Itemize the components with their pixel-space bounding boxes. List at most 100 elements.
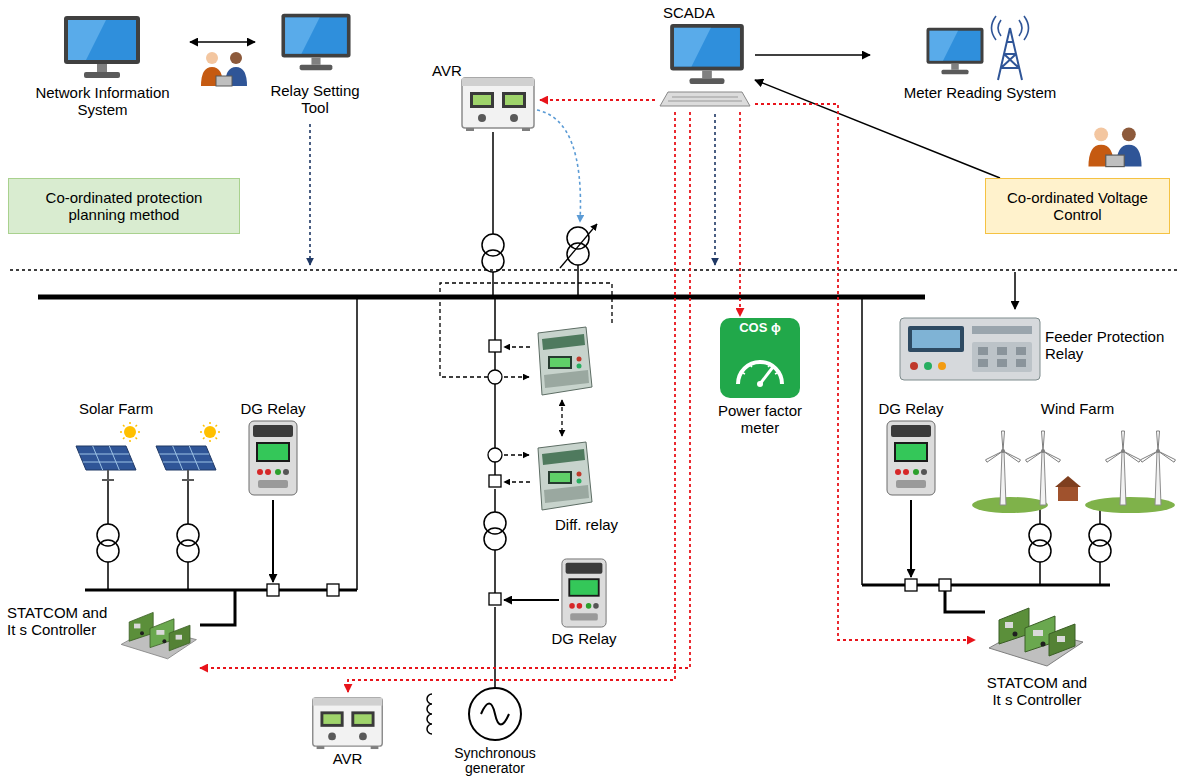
relay-signal-line — [504, 481, 530, 482]
dg-relay-icon — [562, 559, 606, 627]
power-factor-meter-icon — [720, 318, 800, 398]
node-label: Network Information System — [15, 84, 190, 119]
avr-icon — [462, 78, 534, 131]
solar-farm-node: Solar Farm — [65, 398, 240, 580]
meter-reading-icon — [927, 28, 984, 75]
control-link — [537, 110, 580, 222]
bus-wire — [492, 272, 494, 297]
bus-wire — [577, 265, 579, 297]
control-link — [1014, 272, 1016, 309]
wind-farm-scene — [1026, 431, 1061, 505]
bus-wire — [200, 590, 235, 625]
wind-farm-scene — [1058, 486, 1078, 501]
breaker-symbol — [267, 584, 279, 596]
node-label: Relay Setting Tool — [260, 82, 370, 117]
feeder-relay-icon — [910, 362, 918, 370]
computer-icon — [64, 16, 140, 78]
scada-computer — [668, 97, 742, 101]
scada-computer — [660, 24, 750, 106]
bus-wire — [494, 352, 496, 370]
computer-icon-node: Network Information System — [15, 14, 190, 126]
feeder-relay-icon — [997, 359, 1007, 367]
breaker-symbol — [489, 340, 501, 352]
bus-wire — [356, 297, 358, 590]
node-label: Co-ordinated protection planning method — [17, 189, 231, 224]
feeder-relay-icon — [938, 362, 946, 370]
relay-signal-line — [561, 400, 562, 436]
transformer-symbol — [97, 524, 119, 562]
feeder-relay-icon — [978, 359, 988, 367]
bus-wire — [945, 591, 985, 612]
power-factor-meter-node: COS ϕPower factor meter — [705, 316, 815, 446]
generator-symbol — [481, 704, 509, 725]
bus-wire — [494, 462, 496, 475]
statcom-icon — [121, 612, 196, 658]
control-link — [714, 114, 716, 265]
power-factor-meter-icon — [757, 381, 763, 387]
trip-arrow — [272, 500, 274, 582]
node-label: DG Relay — [548, 630, 620, 647]
people-icon — [201, 52, 247, 86]
generator-symbol — [469, 688, 521, 740]
feeder-relay-node: Feeder Protection Relay — [895, 312, 1183, 384]
bus-wire — [492, 132, 494, 234]
generator-node: Synchronous generator — [440, 686, 550, 778]
bus-wire — [494, 297, 496, 340]
scada-node: SCADA — [655, 4, 755, 112]
meter-reading-node: Meter Reading System — [870, 18, 1090, 106]
node-label: AVR — [305, 750, 390, 767]
node-label: Co-ordinated Voltage Control — [994, 189, 1161, 224]
control-link — [10, 269, 1180, 271]
control-box: Co-ordinated Voltage Control — [985, 178, 1170, 234]
node-label: Diff. relay — [555, 516, 637, 533]
busbar — [38, 295, 925, 300]
bus-wire — [494, 489, 496, 512]
dg-relay-node: DG Relay — [548, 556, 620, 654]
solar-panel-icon — [156, 422, 220, 480]
transformer-symbol — [484, 512, 506, 550]
computer-icon-node: Relay Setting Tool — [255, 10, 375, 122]
people-icon — [1088, 127, 1141, 166]
feeder-relay-icon — [972, 326, 1032, 334]
diff-relay-icon — [538, 327, 592, 395]
node-label: DG Relay — [876, 400, 946, 417]
power-factor-meter-icon — [720, 318, 800, 398]
dg-relay-node: DG Relay — [238, 398, 308, 498]
node-label: Solar Farm — [79, 400, 189, 417]
connector-arrow — [755, 54, 870, 56]
wind-farm-scene — [1141, 431, 1176, 505]
feeder-relay-icon — [978, 347, 988, 355]
node-label: Feeder Protection Relay — [1045, 328, 1181, 363]
connector-arrow — [755, 104, 975, 640]
diff-relay-node: Diff. relay — [525, 438, 637, 538]
breaker-symbol — [939, 579, 951, 591]
breaker-symbol — [327, 584, 339, 596]
breaker-symbol — [905, 579, 917, 591]
avr-node: AVR — [430, 60, 540, 140]
node-label: SCADA — [663, 4, 743, 21]
node-label: STATCOM and It s Controller — [982, 674, 1092, 709]
node-label: Power factor meter — [705, 402, 815, 437]
transformer-symbol — [1089, 524, 1111, 562]
relay-signal-line — [504, 454, 529, 455]
relay-signal-line — [440, 283, 612, 377]
meter-reading-icon — [927, 16, 1029, 80]
connector-arrow — [200, 112, 690, 668]
scada-computer — [670, 24, 744, 84]
bus-wire — [494, 607, 496, 688]
bus-wire — [108, 562, 188, 590]
wind-farm-scene — [972, 431, 1176, 513]
connector-arrow — [348, 112, 675, 692]
connector-arrow — [739, 112, 741, 316]
node-label: STATCOM and It s Controller — [7, 604, 115, 639]
dg-relay-icon — [249, 421, 297, 495]
transformer-symbol — [482, 234, 504, 272]
avr-icon — [313, 698, 383, 749]
node-label: Wind Farm — [975, 400, 1180, 417]
bus-wire — [1040, 508, 1100, 524]
bus-wire — [494, 550, 496, 593]
wind-farm-scene — [986, 431, 1021, 505]
relay-signal-line — [504, 376, 529, 377]
